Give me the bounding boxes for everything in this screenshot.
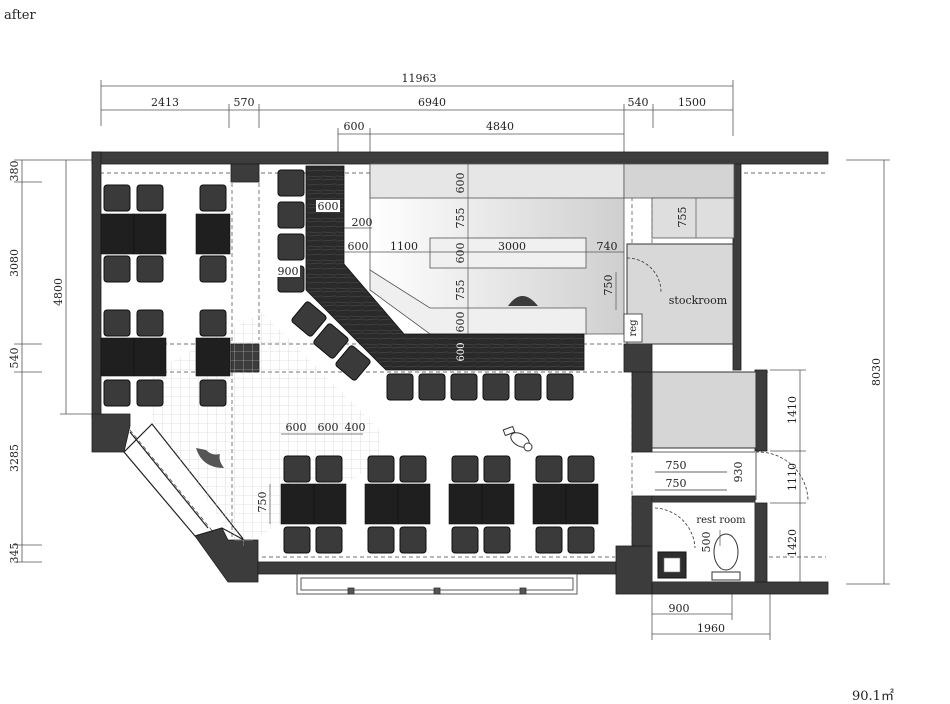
- dim-kitchen-3000: 3000: [498, 240, 526, 253]
- dim-top2-b: 4840: [486, 120, 514, 133]
- storage-room: [651, 371, 757, 449]
- register: [623, 313, 643, 343]
- top-dimension-lines: [100, 80, 734, 160]
- inner-dimension-lines: [269, 164, 721, 546]
- bottom-dimension-lines: [651, 594, 771, 640]
- waiter-figure-icon: [502, 425, 533, 452]
- kitchen-area: [369, 163, 735, 335]
- stockroom-door-swing: [626, 257, 662, 293]
- dim-top-1: 2413: [151, 96, 179, 109]
- left-dining-tables: [100, 213, 231, 377]
- dim-vert-755-b: 755: [454, 280, 467, 301]
- toilet-tank: [711, 571, 741, 581]
- dim-vert-600-b: 600: [454, 243, 467, 264]
- stockroom-label: stockroom: [669, 294, 728, 307]
- person-figure-icon: [196, 448, 224, 468]
- dim-left-3: 540: [8, 348, 21, 369]
- dim-right-1: 1410: [786, 396, 799, 424]
- dim-top-2: 570: [234, 96, 255, 109]
- dim-toilet-500: 500: [700, 532, 713, 553]
- dim-counter-200: 200: [352, 216, 373, 229]
- chef-figure-icon: [508, 296, 538, 306]
- counter-600-box: [316, 200, 340, 212]
- dim-top-total: 11963: [402, 72, 437, 85]
- outer-walls: [91, 151, 829, 595]
- dim-top-5: 1500: [678, 96, 706, 109]
- dim-kitchen-750: 750: [602, 275, 615, 296]
- dim-right-total: 8030: [870, 358, 883, 386]
- dim-right-2: 1110: [786, 463, 799, 491]
- dim-left-1: 380: [8, 161, 21, 182]
- dim-vert-600-c: 600: [454, 312, 467, 333]
- restroom-label: rest room: [696, 515, 746, 526]
- dim-bottom-2: 1960: [697, 622, 725, 635]
- bar-counter: [305, 165, 585, 371]
- dim-kitchen-740: 740: [597, 240, 618, 253]
- dim-hall-930: 930: [732, 462, 745, 483]
- dim-top2-a: 600: [344, 120, 365, 133]
- dim-bottom-1: 900: [669, 602, 690, 615]
- left-dimension-lines: [14, 159, 100, 563]
- storefront-window: [296, 573, 578, 595]
- dim-table-600-a: 600: [286, 421, 307, 434]
- dim-top-3: 6940: [418, 96, 446, 109]
- chairs: [103, 169, 595, 554]
- dim-table-750: 750: [256, 492, 269, 513]
- dim-vert-755-a: 755: [454, 208, 467, 229]
- floor-area: 90.1㎡: [852, 689, 894, 704]
- dim-left-2: 3080: [8, 249, 21, 277]
- center-dining-tables: [280, 483, 599, 525]
- stockroom: [626, 243, 734, 345]
- dim-kitchen-755-right: 755: [676, 207, 689, 228]
- dim-left-5: 345: [8, 543, 21, 564]
- dim-hall-750-a: 750: [666, 459, 687, 472]
- toilet-bowl: [713, 533, 739, 571]
- register-label: reg: [628, 319, 639, 337]
- dim-hall-750-b: 750: [666, 477, 687, 490]
- dim-kitchen-1100: 1100: [390, 240, 418, 253]
- dim-table-600-b: 600: [318, 421, 339, 434]
- plan-title: after: [4, 8, 36, 23]
- sink-basin: [663, 557, 681, 573]
- dim-top-4: 540: [628, 96, 649, 109]
- dim-left-total: 4800: [52, 278, 65, 306]
- dim-kitchen-600-a: 600: [348, 240, 369, 253]
- counter-900-box: [276, 265, 300, 277]
- dim-right-3: 1420: [786, 529, 799, 557]
- dim-left-4: 3285: [8, 444, 21, 472]
- dim-counter-900: 900: [278, 265, 299, 278]
- dim-vert-600-a: 600: [454, 173, 467, 194]
- dim-counter-600: 600: [318, 200, 339, 213]
- restroom-door-swing: [654, 507, 696, 549]
- dim-table-400: 400: [345, 421, 366, 434]
- dim-vert-600-d: 600: [456, 342, 467, 361]
- hallway: [652, 451, 809, 501]
